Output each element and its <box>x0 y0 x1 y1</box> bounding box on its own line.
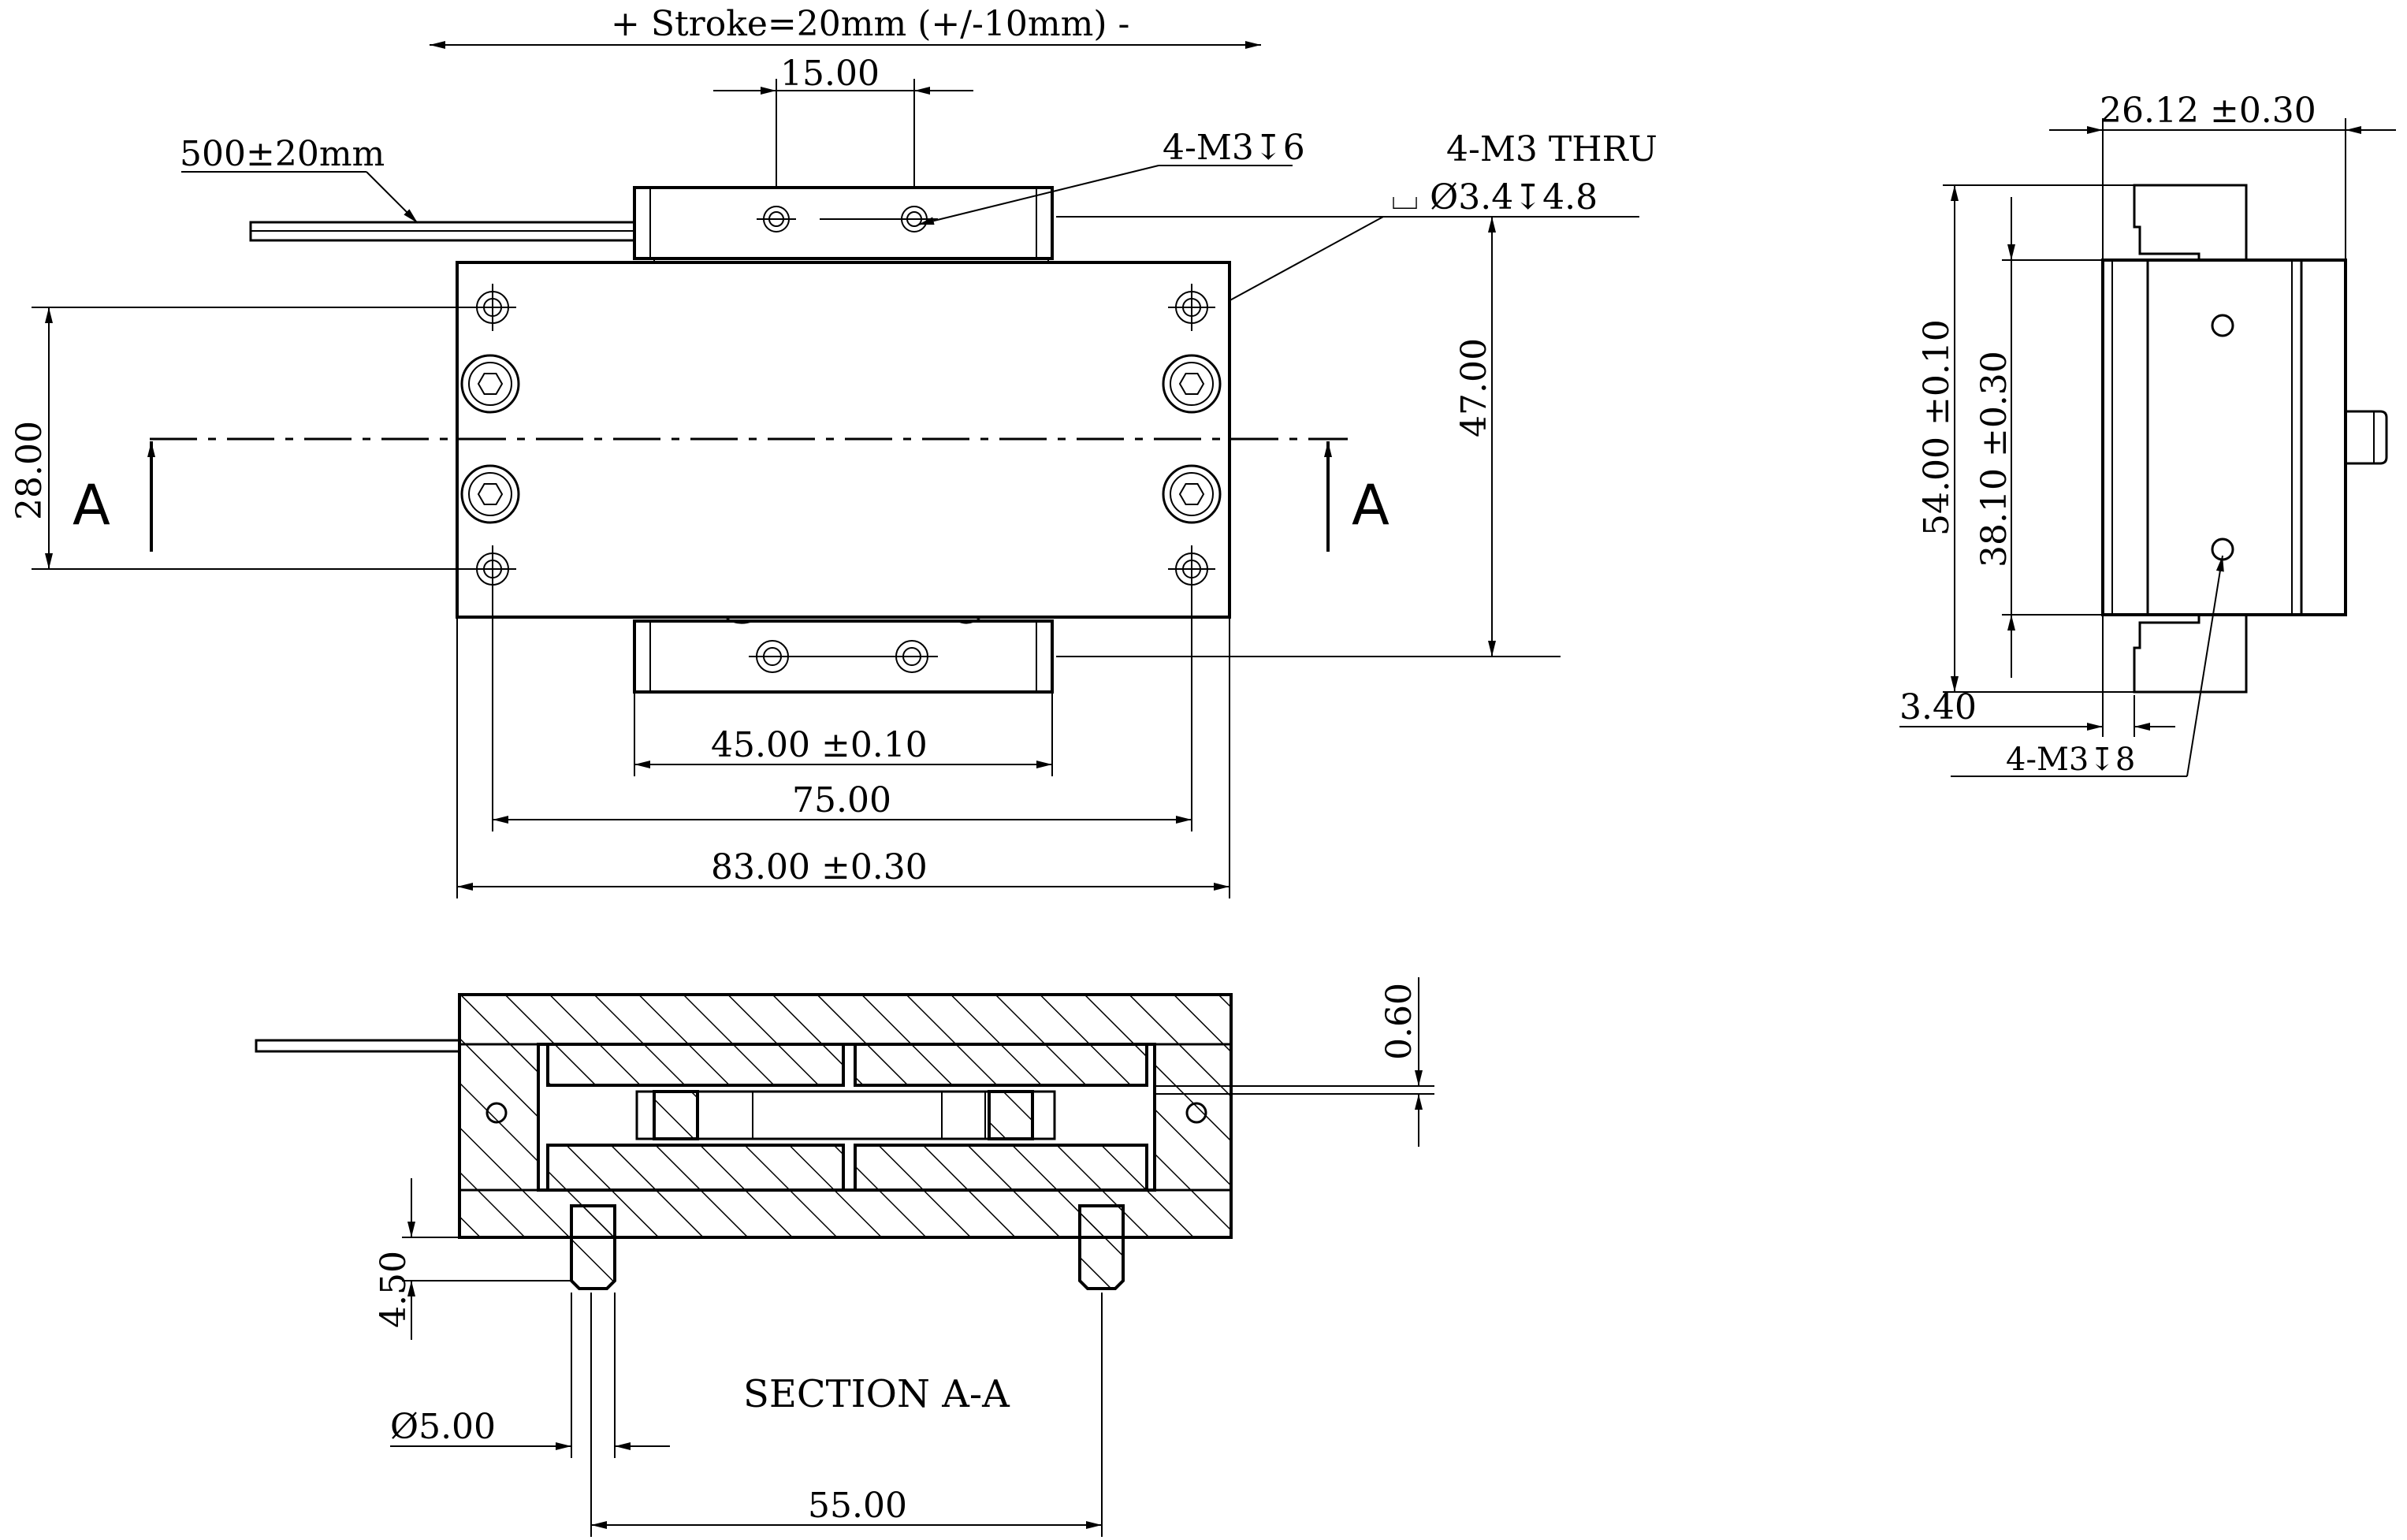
dim-hole-vertical: 28.00 <box>9 421 50 520</box>
dim-top-width: 26.12 ±0.30 <box>2100 91 2316 131</box>
side-view: 26.12 ±0.30 54.00 ±0.10 38.10 ±0.30 3.40… <box>1899 91 2396 778</box>
callout-corner-holes-1: 4-M3 THRU <box>1446 129 1657 169</box>
cable-length-label: 500±20mm <box>180 134 385 174</box>
section-mark-right: A <box>1352 473 1390 538</box>
dim-hole-pitch: 15.00 <box>780 54 880 94</box>
top-view: + Stroke=20mm (+/-10mm) - 15.00 500±20mm… <box>9 4 1657 898</box>
section-title: SECTION A-A <box>743 1372 1010 1416</box>
callout-side-holes: 4-M3↧8 <box>2006 742 2135 778</box>
stroke-label: + Stroke=20mm (+/-10mm) - <box>611 4 1129 44</box>
dim-height-inner: 38.10 ±0.30 <box>1974 351 2015 567</box>
dim-pin-height: 4.50 <box>374 1251 414 1328</box>
section-mark-left: A <box>73 473 110 538</box>
dim-height-outer: 54.00 ±0.10 <box>1917 319 1957 536</box>
dim-carriage-width: 45.00 ±0.10 <box>711 725 928 765</box>
dim-overall-height: 47.00 <box>1454 338 1494 437</box>
dim-hole-span: 75.00 <box>792 780 891 820</box>
dim-offset: 3.40 <box>1899 687 1977 727</box>
corner-holes <box>469 284 1215 593</box>
dim-overall-width: 83.00 ±0.30 <box>711 847 928 887</box>
dim-gap: 0.60 <box>1379 983 1419 1060</box>
dim-pin-diameter: Ø5.00 <box>390 1407 496 1447</box>
section-view: 0.60 4.50 Ø5.00 55.00 SECTION A-A <box>255 977 1434 1537</box>
socket-screws <box>460 354 1222 524</box>
callout-top-holes: 4-M3↧6 <box>1163 128 1305 168</box>
dim-pin-spacing: 55.00 <box>808 1486 907 1526</box>
callout-corner-holes-2: ⌴ Ø3.4↧4.8 <box>1391 177 1598 218</box>
